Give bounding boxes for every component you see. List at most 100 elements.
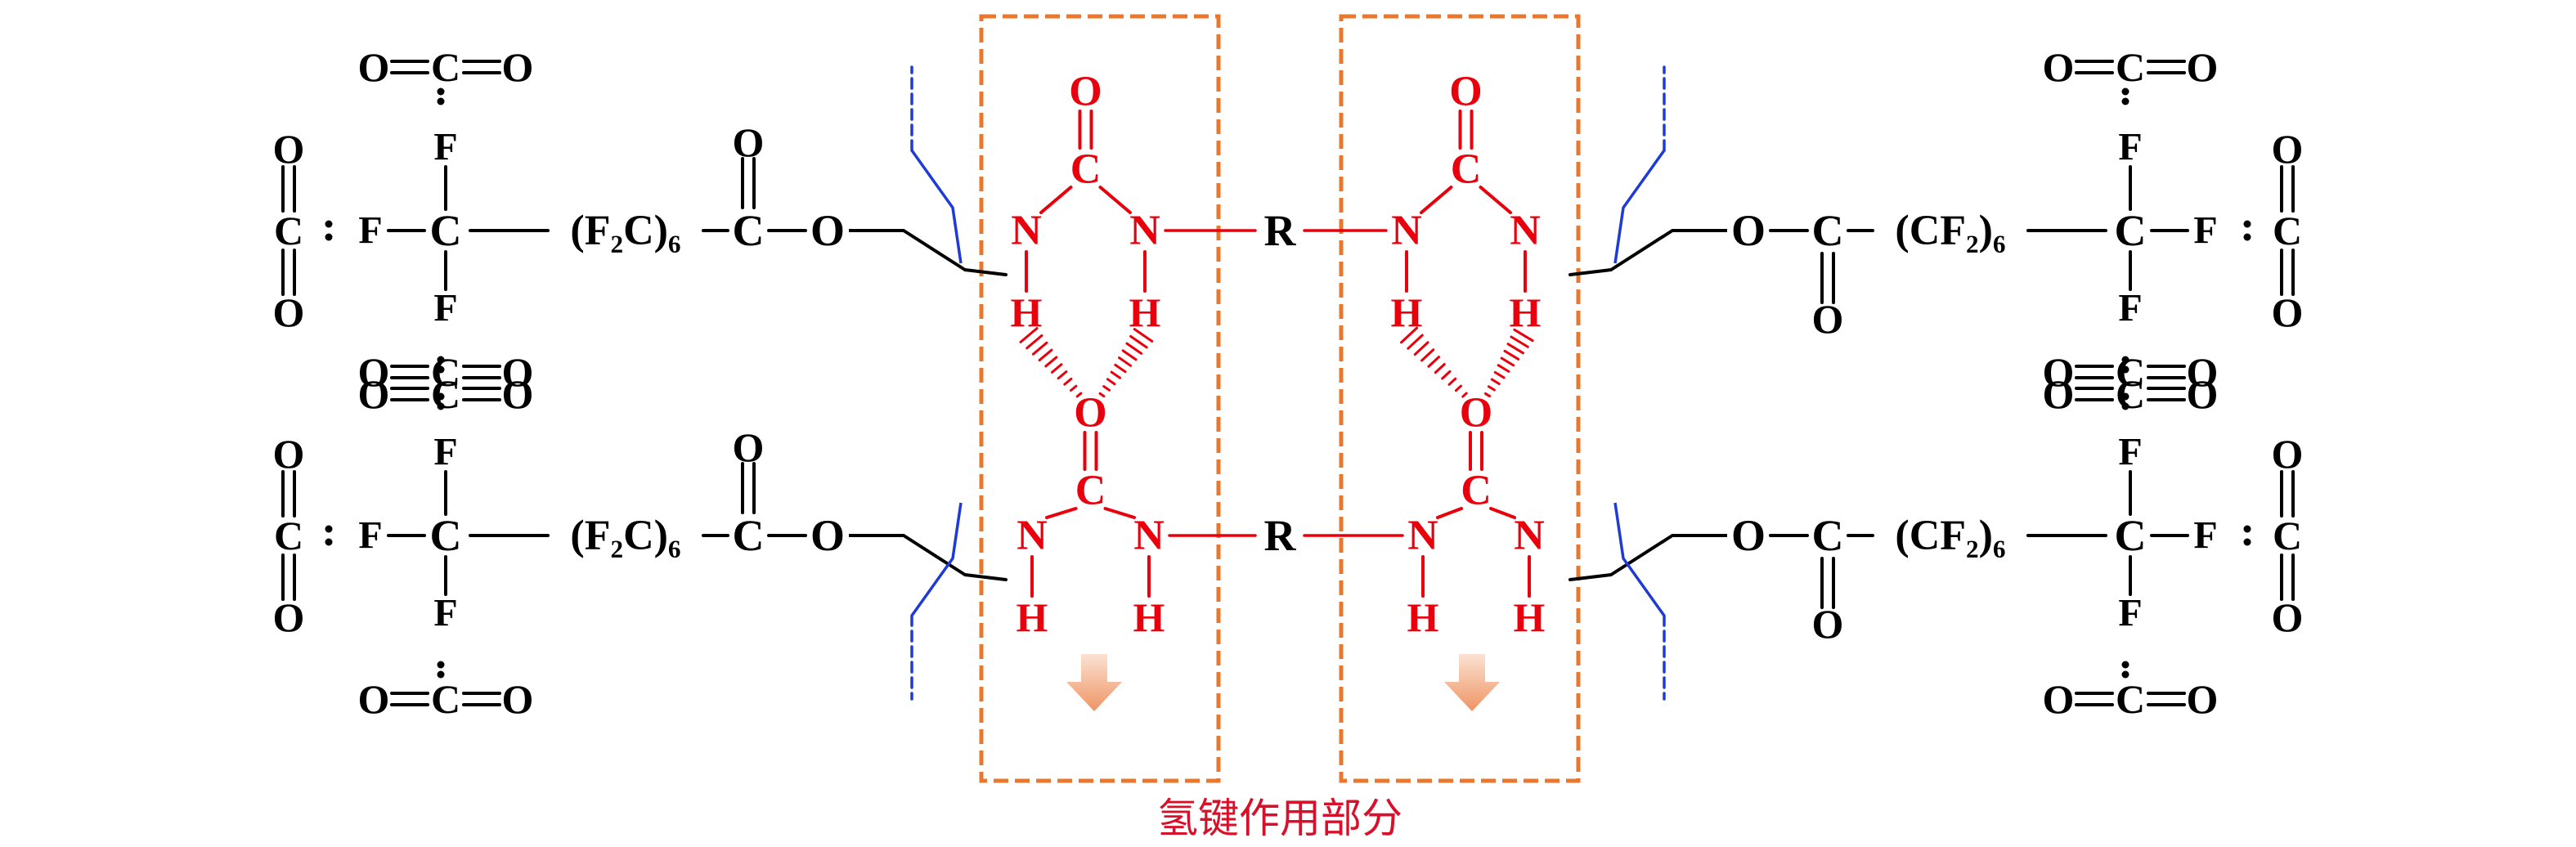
row-upper-right-cluster-co2-side-o: O (2272, 126, 2304, 172)
row-lower-chain-bond (1568, 573, 1613, 581)
co2-lewis-dots-icon (2243, 538, 2251, 546)
row-lower-right-cluster-co2-top-o: O (2043, 349, 2075, 395)
urea-lower-left-hydrogen-left: H (1016, 594, 1048, 640)
co2-lewis-dots-icon (2243, 233, 2251, 241)
hydrogen-bond-hash-icon (1503, 349, 1520, 361)
row-lower-right-cluster-co2-top-o: O (2187, 349, 2219, 395)
row-lower-chain-bond (963, 573, 1008, 581)
urea-lower-right-nitrogen-right: N (1514, 513, 1545, 559)
urea-lower-right-hydrogen-right: H (1514, 594, 1546, 640)
row-lower-left-cluster-co2-bottom-o: O (502, 676, 534, 722)
hydrogen-bond-hash-icon (1063, 377, 1073, 386)
urea-upper-right-nitrogen-right: N (1510, 208, 1541, 254)
hydrogen-bond-hash-icon (1434, 362, 1446, 374)
co2-lewis-dots-icon (2121, 402, 2129, 410)
hydrogen-bond-hash-icon (1133, 328, 1154, 343)
row-lower-right-cluster-co2-side-c: C (2273, 513, 2302, 558)
row-lower-left-cluster-co2-side-o: O (273, 594, 305, 640)
urea-upper-right-nitrogen-left: N (1391, 208, 1422, 254)
row-upper-polymer-tail (910, 149, 963, 264)
co2-lewis-dots-icon (2121, 87, 2129, 96)
row-upper-right-cluster-co2-bottom-c: C (2116, 371, 2145, 417)
row-upper-left-cluster-co2-bottom-o: O (502, 371, 534, 417)
row-lower-left-cluster-co2-side-o: O (273, 431, 305, 477)
urea-lower-left-cn-bond (1103, 507, 1136, 519)
urea-upper-left-hydrogen-left: H (1011, 289, 1043, 335)
urea-lower-left-carbon: C (1075, 468, 1106, 514)
row-lower-left-cluster-center-carbon: C (430, 511, 462, 560)
hydrogen-bond-hash-icon (1102, 385, 1111, 392)
co2-lewis-dots-icon (437, 356, 445, 364)
urea-lower-left-cn-bond (1045, 507, 1078, 519)
row-upper-left-cluster-co2-top-o: O (502, 44, 534, 90)
hydrogen-bond-hash-icon (1420, 348, 1435, 362)
row-lower-left-cluster-co2-top-o: O (358, 349, 390, 395)
row-upper-right-cluster-center-carbon: C (2115, 206, 2147, 255)
row-lower-ester-oxygen-right: O (1731, 511, 1766, 560)
urea-upper-left-nitrogen-right: N (1129, 208, 1160, 254)
row-upper-left-cluster-center-carbon: C (430, 206, 462, 255)
co2-lewis-dots-icon (437, 87, 445, 96)
row-lower-left-cluster-co2-top-o: O (502, 349, 534, 395)
row-lower-left-cluster-fluorine-side: F (358, 514, 382, 558)
urea-upper-left-nitrogen-left: N (1011, 208, 1042, 254)
hydrogen-bond-hash-icon (1031, 341, 1048, 356)
row-upper-left-cluster-fluorine-bottom: F (433, 287, 457, 330)
urea-upper-right-hydrogen-right: H (1510, 289, 1542, 335)
down-arrow-icon (1066, 654, 1122, 711)
r-group-upper: R (1264, 206, 1297, 255)
urea-upper-right-hydrogen-left: H (1391, 289, 1423, 335)
row-upper-left-cluster-fluorine-side: F (358, 209, 382, 253)
hydrogen-bond-hash-icon (1075, 392, 1083, 398)
row-upper-left-cluster-co2-bottom-o: O (358, 371, 390, 417)
hydrogen-bond-hash-icon (1110, 370, 1122, 379)
urea-lower-left-nitrogen-left: N (1016, 513, 1048, 559)
row-upper-right-cluster-co2-bottom-o: O (2187, 371, 2219, 417)
co2-lewis-dots-icon (2243, 525, 2251, 533)
row-upper-left-cluster-co2-side-o: O (273, 289, 305, 335)
co2-lewis-dots-icon (437, 365, 445, 374)
highlight-box-right (1339, 14, 1581, 783)
row-lower-left-cluster-fluorine-bottom: F (433, 592, 457, 635)
hydrogen-bond-hash-icon (1483, 392, 1492, 398)
co2-lewis-dots-icon (2121, 392, 2129, 401)
row-lower-carbonyl-oxygen-right: O (1812, 601, 1844, 647)
urea-upper-left-cn-bond (1098, 186, 1132, 214)
urea-lower-left-carbonyl-oxygen: O (1074, 390, 1106, 437)
row-lower-left-cluster-co2-bottom-c: C (431, 676, 460, 722)
hydrogen-bond-hash-icon (1513, 328, 1534, 343)
hydrogen-bond-hash-icon (1399, 326, 1419, 344)
row-lower-right-cluster-co2-side-o: O (2272, 594, 2304, 640)
urea-lower-right-carbon: C (1461, 468, 1492, 514)
co2-lewis-dots-icon (325, 525, 333, 533)
row-lower-right-cluster-center-carbon: C (2115, 511, 2147, 560)
urea-upper-right-carbon: C (1451, 146, 1482, 193)
urea-upper-right-cn-bond (1479, 186, 1512, 214)
hydrogen-bond-hash-icon (1447, 377, 1457, 386)
hydrogen-bond-hash-icon (1510, 335, 1529, 348)
hydrogen-bond-hash-icon (1050, 363, 1063, 374)
row-upper-right-cluster-co2-side-o: O (2272, 289, 2304, 335)
urea-lower-right-nitrogen-left: N (1407, 513, 1438, 559)
urea-upper-left-carbon: C (1070, 146, 1102, 193)
row-upper-right-cluster-fluorine-bottom: F (2118, 287, 2142, 330)
row-lower-right-cluster-co2-top-c: C (2116, 349, 2145, 395)
row-upper-right-cluster-fluorine-side: F (2193, 209, 2217, 253)
co2-lewis-dots-icon (2121, 97, 2129, 105)
row-lower-linker-bond (1609, 534, 1727, 576)
row-upper-chain-bond (1568, 268, 1613, 276)
co2-lewis-dots-icon (437, 670, 445, 679)
row-upper-right-cluster-co2-top-o: O (2043, 44, 2075, 90)
hydrogen-bond-hash-icon (1493, 370, 1506, 379)
co2-lewis-dots-icon (2121, 356, 2129, 364)
row-upper-left-cluster-co2-side-o: O (273, 126, 305, 172)
co2-lewis-dots-icon (437, 661, 445, 669)
hydrogen-bond-hash-icon (1413, 341, 1429, 356)
hydrogen-bond-hash-icon (1506, 343, 1524, 355)
hydrogen-bond-hash-icon (1461, 392, 1468, 398)
urea-upper-left-hydrogen-right: H (1129, 289, 1161, 335)
row-lower-right-cluster-fluorine-bottom: F (2118, 592, 2142, 635)
row-upper-linker-bond (849, 229, 967, 271)
row-lower-polymer-tail (1613, 502, 1666, 617)
